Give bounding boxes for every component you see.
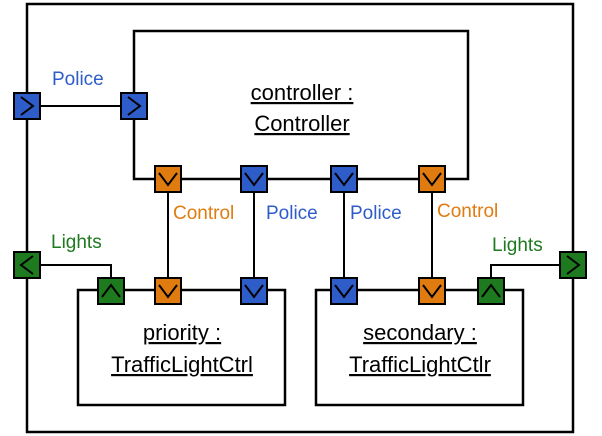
priority-police-in-port: [240, 277, 268, 305]
arrow-down-icon: [334, 172, 354, 187]
police-in-label: Police: [52, 69, 104, 90]
controller-police-out-left-port: [240, 165, 268, 193]
controller-control-out-left-port: [154, 165, 182, 193]
police-right-label: Police: [350, 203, 402, 224]
arrow-up-icon: [101, 283, 121, 298]
controller-police-out-right-port: [330, 165, 358, 193]
control-left-label: Control: [173, 203, 234, 224]
secondary-title-line2: TrafficLightCtlr: [349, 352, 491, 377]
priority-lights-out-port: [97, 277, 125, 305]
arrow-right-icon: [20, 96, 35, 116]
secondary-police-in-port: [330, 277, 358, 305]
lights-left-label: Lights: [51, 232, 102, 253]
controller-box[interactable]: [132, 29, 470, 181]
arrow-down-icon: [158, 172, 178, 187]
arrow-down-icon: [244, 172, 264, 187]
priority-title-line2: TrafficLightCtrl: [111, 352, 253, 377]
priority-control-in-port: [154, 277, 182, 305]
priority-box[interactable]: [76, 288, 287, 407]
lights-right-connector: [490, 264, 560, 278]
controller-control-out-right-port: [418, 165, 446, 193]
control-right-label: Control: [437, 201, 498, 222]
arrow-down-icon: [422, 284, 442, 299]
secondary-control-in-port: [418, 277, 446, 305]
outer-lights-right-port: [559, 251, 587, 279]
arrow-down-icon: [244, 284, 264, 299]
arrow-right-icon: [566, 255, 581, 275]
outer-frame: [25, 2, 575, 434]
arrow-down-icon: [334, 284, 354, 299]
outer-lights-left-port: [13, 251, 41, 279]
arrow-down-icon: [158, 284, 178, 299]
arrow-left-icon: [19, 255, 34, 275]
police-left-label: Police: [266, 203, 318, 224]
arrow-up-icon: [481, 283, 501, 298]
secondary-box[interactable]: [314, 288, 525, 407]
controller-police-in-port: [120, 92, 148, 120]
priority-title-line1: priority :: [143, 320, 221, 345]
outer-police-in-port: [13, 92, 41, 120]
controller-title-line2: Controller: [254, 111, 349, 136]
controller-title-line1: controller :: [251, 80, 354, 105]
arrow-down-icon: [422, 172, 442, 187]
lights-right-label: Lights: [492, 235, 543, 256]
secondary-title-line1: secondary :: [363, 320, 477, 345]
lights-left-connector: [39, 264, 112, 278]
arrow-right-icon: [127, 96, 142, 116]
secondary-lights-out-port: [477, 277, 505, 305]
